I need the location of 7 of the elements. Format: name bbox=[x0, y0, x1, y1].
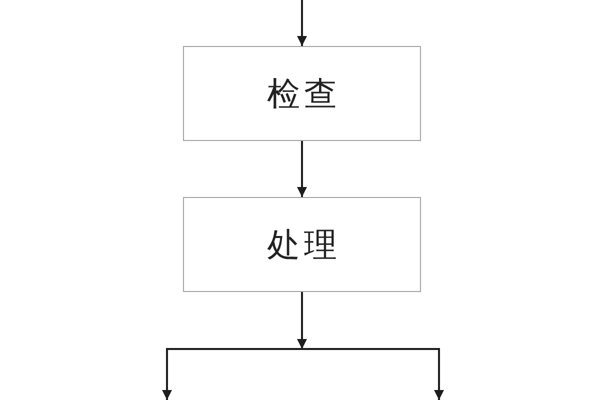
arrow bbox=[297, 292, 307, 349]
arrow bbox=[162, 348, 302, 400]
process-box: 处理 bbox=[183, 197, 421, 292]
arrow bbox=[297, 141, 307, 197]
arrow bbox=[302, 348, 444, 400]
arrow bbox=[297, 0, 307, 46]
process-box: 检查 bbox=[183, 46, 421, 141]
